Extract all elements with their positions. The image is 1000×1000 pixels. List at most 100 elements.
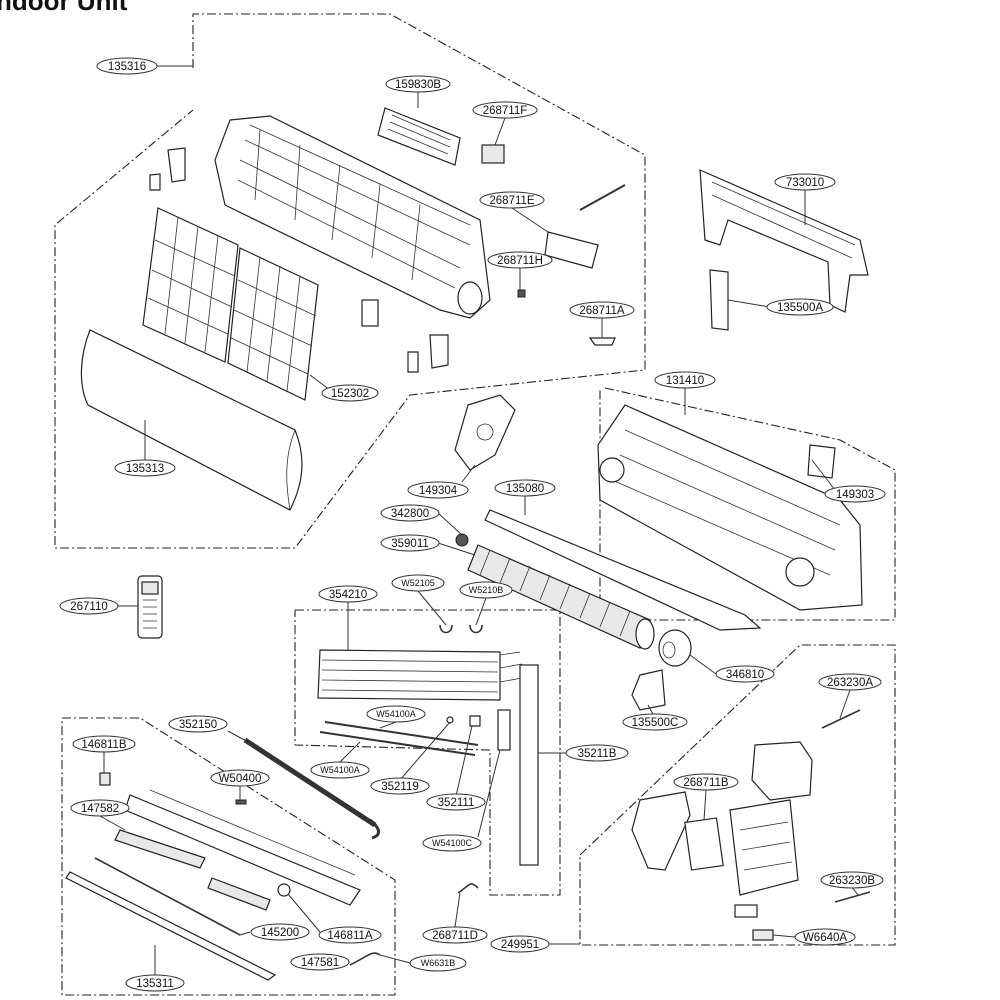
label-352111: 352111: [426, 793, 486, 811]
label-159830B: 159830B: [385, 75, 451, 93]
fan-motor-part: [658, 629, 692, 667]
label-W50400: W50400: [210, 769, 270, 787]
clip-146811a-part: [277, 883, 291, 897]
svg-text:135311: 135311: [136, 978, 174, 990]
sensor-263230a-part: [821, 709, 861, 729]
remote-control-part: [137, 575, 163, 639]
svg-text:135316: 135316: [108, 61, 146, 73]
svg-text:135500A: 135500A: [777, 302, 823, 314]
label-147582: 147582: [70, 799, 130, 817]
louver-blades-right-part: [207, 877, 271, 911]
evaporator-part: [317, 649, 523, 701]
louver-rod-145200-part: [94, 857, 241, 936]
svg-text:W54100A: W54100A: [320, 765, 360, 775]
louver-blades-147582-part: [114, 829, 206, 869]
svg-text:147581: 147581: [301, 957, 339, 969]
label-W54100C: W54100C: [422, 834, 482, 852]
front-grille-part: [214, 115, 491, 319]
leader-lines: [99, 65, 859, 975]
clip-mid-part: [361, 299, 379, 327]
connector-268711d-part: [457, 883, 479, 894]
svg-text:131410: 131410: [666, 375, 704, 387]
svg-text:359011: 359011: [391, 538, 429, 550]
clip-146811b-part: [99, 772, 111, 786]
svg-text:342800: 342800: [391, 508, 429, 520]
block-bottom-part: [734, 904, 758, 918]
label-149303: 149303: [824, 485, 886, 503]
vane-part: [484, 509, 762, 631]
svg-text:W5210B: W5210B: [469, 585, 504, 595]
pcb-268711b-part: [684, 817, 724, 871]
drain-hose-end-part: [369, 818, 380, 840]
small-chip-part: [517, 289, 526, 298]
page-title: ndoor Unit: [0, 0, 128, 16]
clip-bottom2-part: [407, 351, 419, 373]
connector-w6640a-part: [752, 929, 774, 941]
label-733010: 733010: [774, 173, 836, 191]
svg-text:733010: 733010: [786, 177, 824, 189]
display-part: [377, 107, 461, 166]
side-plate-part: [519, 664, 539, 866]
bearing-part: [455, 533, 469, 547]
svg-text:W54100A: W54100A: [376, 709, 416, 719]
svg-text:W50400: W50400: [219, 773, 262, 785]
label-352119: 352119: [370, 777, 430, 795]
svg-text:268711H: 268711H: [497, 255, 543, 267]
group-outline-chassis: [599, 387, 896, 621]
label-W6631B: W6631B: [409, 954, 467, 972]
pcb-card-part: [544, 231, 599, 269]
label-352150: 352150: [168, 715, 228, 733]
svg-text:W54100C: W54100C: [432, 838, 473, 848]
crossflow-fan-part: [467, 544, 655, 650]
label-135500C: 135500C: [622, 713, 688, 731]
insulation-part: [497, 709, 511, 751]
label-354210: 354210: [318, 585, 378, 603]
label-346810: 346810: [715, 665, 775, 683]
label-135080: 135080: [494, 479, 556, 497]
group-outline-front-panel: [54, 13, 646, 549]
motor-cover-part: [631, 669, 666, 711]
label-146811A: 146811A: [318, 926, 382, 944]
svg-text:268711F: 268711F: [483, 105, 528, 117]
label-35211B: 35211B: [565, 744, 629, 762]
clip-w5210b-part: [469, 624, 483, 634]
label-149304: 149304: [407, 481, 469, 499]
label-152302: 152302: [321, 384, 379, 402]
clip-352111-part: [469, 715, 481, 727]
svg-text:146811A: 146811A: [327, 930, 373, 942]
svg-text:W6640A: W6640A: [803, 932, 847, 944]
clip-bottom-part: [429, 334, 449, 369]
svg-text:352150: 352150: [179, 719, 217, 731]
chassis-part: [597, 404, 863, 611]
svg-text:346810: 346810: [726, 669, 764, 681]
svg-text:268711B: 268711B: [683, 777, 729, 789]
svg-text:W52105: W52105: [401, 578, 435, 588]
label-135500A: 135500A: [766, 298, 834, 316]
svg-text:149304: 149304: [419, 485, 458, 497]
clip-left2-part: [149, 173, 161, 191]
label-268711E: 268711E: [479, 191, 545, 209]
group-outline-evaporator: [294, 609, 561, 896]
sensor-263230b-part: [834, 891, 871, 903]
group-outline-control: [579, 644, 896, 946]
svg-text:145200: 145200: [261, 927, 299, 939]
label-135311: 135311: [125, 974, 185, 992]
label-249951: 249951: [490, 935, 550, 953]
svg-text:354210: 354210: [329, 589, 367, 601]
svg-text:149303: 149303: [836, 489, 874, 501]
svg-text:268711E: 268711E: [489, 195, 535, 207]
label-268711A: 268711A: [569, 301, 635, 319]
label-W54100A-top: W54100A: [366, 705, 426, 723]
label-135316: 135316: [96, 57, 158, 75]
motor-holder-part: [454, 394, 516, 471]
pipe-w54100a-bot-part: [319, 731, 476, 756]
group-outline-louver: [61, 717, 396, 996]
svg-text:263230B: 263230B: [829, 875, 875, 887]
svg-text:268711A: 268711A: [579, 305, 625, 317]
label-W54100A-bottom: W54100A: [310, 761, 370, 779]
svg-text:147582: 147582: [81, 803, 119, 815]
svg-text:135500C: 135500C: [632, 717, 679, 729]
control-box-part: [729, 799, 799, 896]
